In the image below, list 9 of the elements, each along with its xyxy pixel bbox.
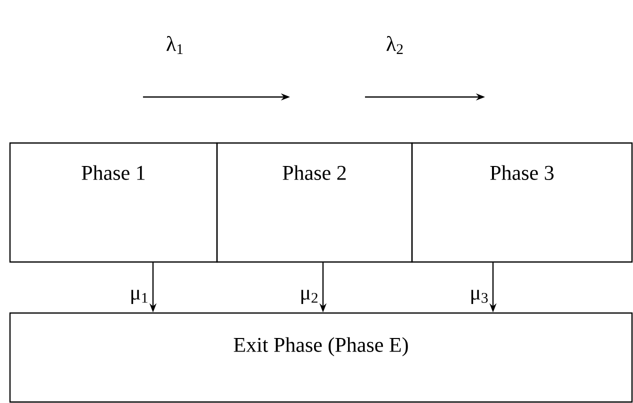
exit-phase-box: Exit Phase (Phase E) [9, 312, 633, 403]
phase-box: Phase 1 [9, 142, 218, 263]
rate-label: λ$_{2}$ [386, 36, 403, 54]
edge-label: μ$_{3}$ [471, 290, 488, 304]
phase-box: Phase 3 [411, 142, 633, 263]
edge-label: μ$_{2}$ [301, 290, 318, 304]
edge-label: μ$_{1}$ [131, 290, 148, 304]
phase-box: Phase 2 [216, 142, 413, 263]
rate-label: λ$_{1}$ [166, 36, 183, 54]
